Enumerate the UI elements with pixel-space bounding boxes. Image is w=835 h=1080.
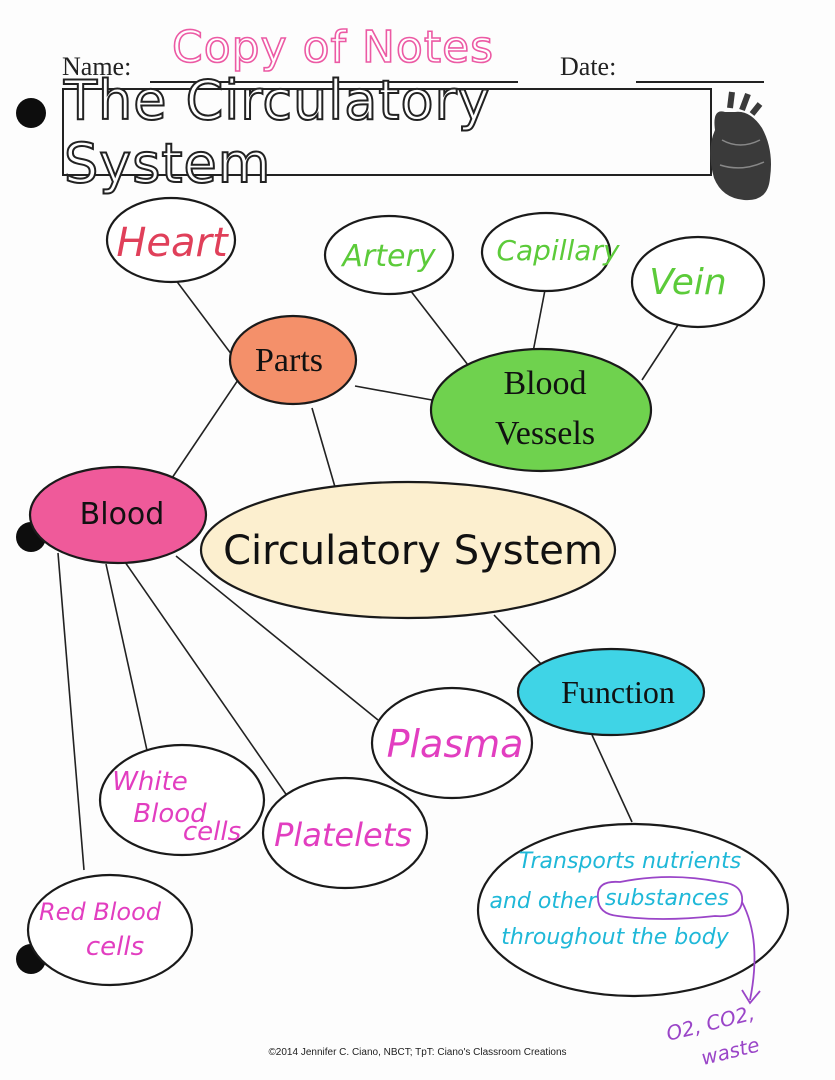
node-parts — [228, 314, 358, 406]
node-blood-vessels — [429, 347, 653, 473]
name-label: Name: — [62, 52, 132, 81]
binder-hole-top — [16, 98, 46, 128]
connector-capillary-vessels — [532, 289, 546, 353]
connector-blood-platelets — [124, 561, 291, 801]
node-center — [199, 480, 617, 620]
label-red-line2: cells — [86, 932, 144, 962]
connector-vein-vessels — [641, 324, 679, 381]
node-function — [516, 647, 706, 737]
label-function-line3: throughout the body — [501, 925, 729, 950]
label-function-line1: Transports nutrients — [519, 849, 741, 874]
arrow-head-icon — [741, 989, 761, 1005]
name-line — [150, 81, 518, 83]
connector-blood-white — [105, 563, 149, 756]
label-blood-vessels-line2: Vessels — [495, 415, 595, 452]
footer-copyright: ©2014 Jennifer C. Ciano, NBCT; TpT: Cian… — [268, 1047, 567, 1058]
label-function: Function — [561, 674, 675, 710]
connector-center-function — [493, 614, 546, 669]
label-function-line2a: and other — [490, 889, 599, 914]
connector-blood-plasma — [175, 555, 379, 721]
label-center: Circulatory System — [223, 528, 603, 574]
connector-parts-vessels — [354, 385, 433, 401]
connector-heart-parts — [171, 274, 233, 356]
node-capillary — [480, 211, 612, 293]
label-white-line1: White — [112, 767, 188, 797]
date-line — [636, 81, 764, 83]
node-white-blood-cells — [98, 743, 266, 857]
label-platelets: Platelets — [274, 816, 412, 854]
node-plasma — [370, 686, 534, 800]
connector-artery-vessels — [409, 289, 469, 366]
name-value: Copy of Notes — [171, 21, 495, 74]
substances-highlight — [597, 876, 743, 920]
node-artery — [323, 214, 455, 296]
label-heart: Heart — [116, 220, 229, 266]
label-vein: Vein — [649, 262, 726, 303]
node-function-description — [476, 822, 790, 998]
connector-parts-center — [311, 407, 336, 488]
node-platelets — [261, 776, 429, 890]
label-white-line2: Blood — [133, 799, 207, 829]
date-label: Date: — [560, 52, 617, 81]
label-blood-vessels-line1: Blood — [503, 365, 586, 402]
label-plasma: Plasma — [387, 722, 524, 766]
label-capillary: Capillary — [496, 234, 619, 267]
node-blood — [28, 465, 208, 565]
node-heart — [105, 196, 237, 284]
connector-blood-red — [57, 552, 85, 871]
label-red-line1: Red Blood — [39, 898, 162, 926]
node-vein — [630, 235, 766, 329]
connector-function-description — [591, 734, 633, 823]
label-white-line3: cells — [183, 817, 241, 847]
label-function-line2b: substances — [605, 886, 729, 911]
arrow-line — [741, 901, 756, 1001]
heart-icon — [710, 91, 771, 201]
label-parts: Parts — [255, 342, 323, 379]
connector-parts-blood — [171, 379, 239, 479]
node-red-blood-cells — [26, 873, 194, 987]
label-blood: Blood — [80, 497, 165, 532]
label-artery: Artery — [340, 239, 436, 274]
